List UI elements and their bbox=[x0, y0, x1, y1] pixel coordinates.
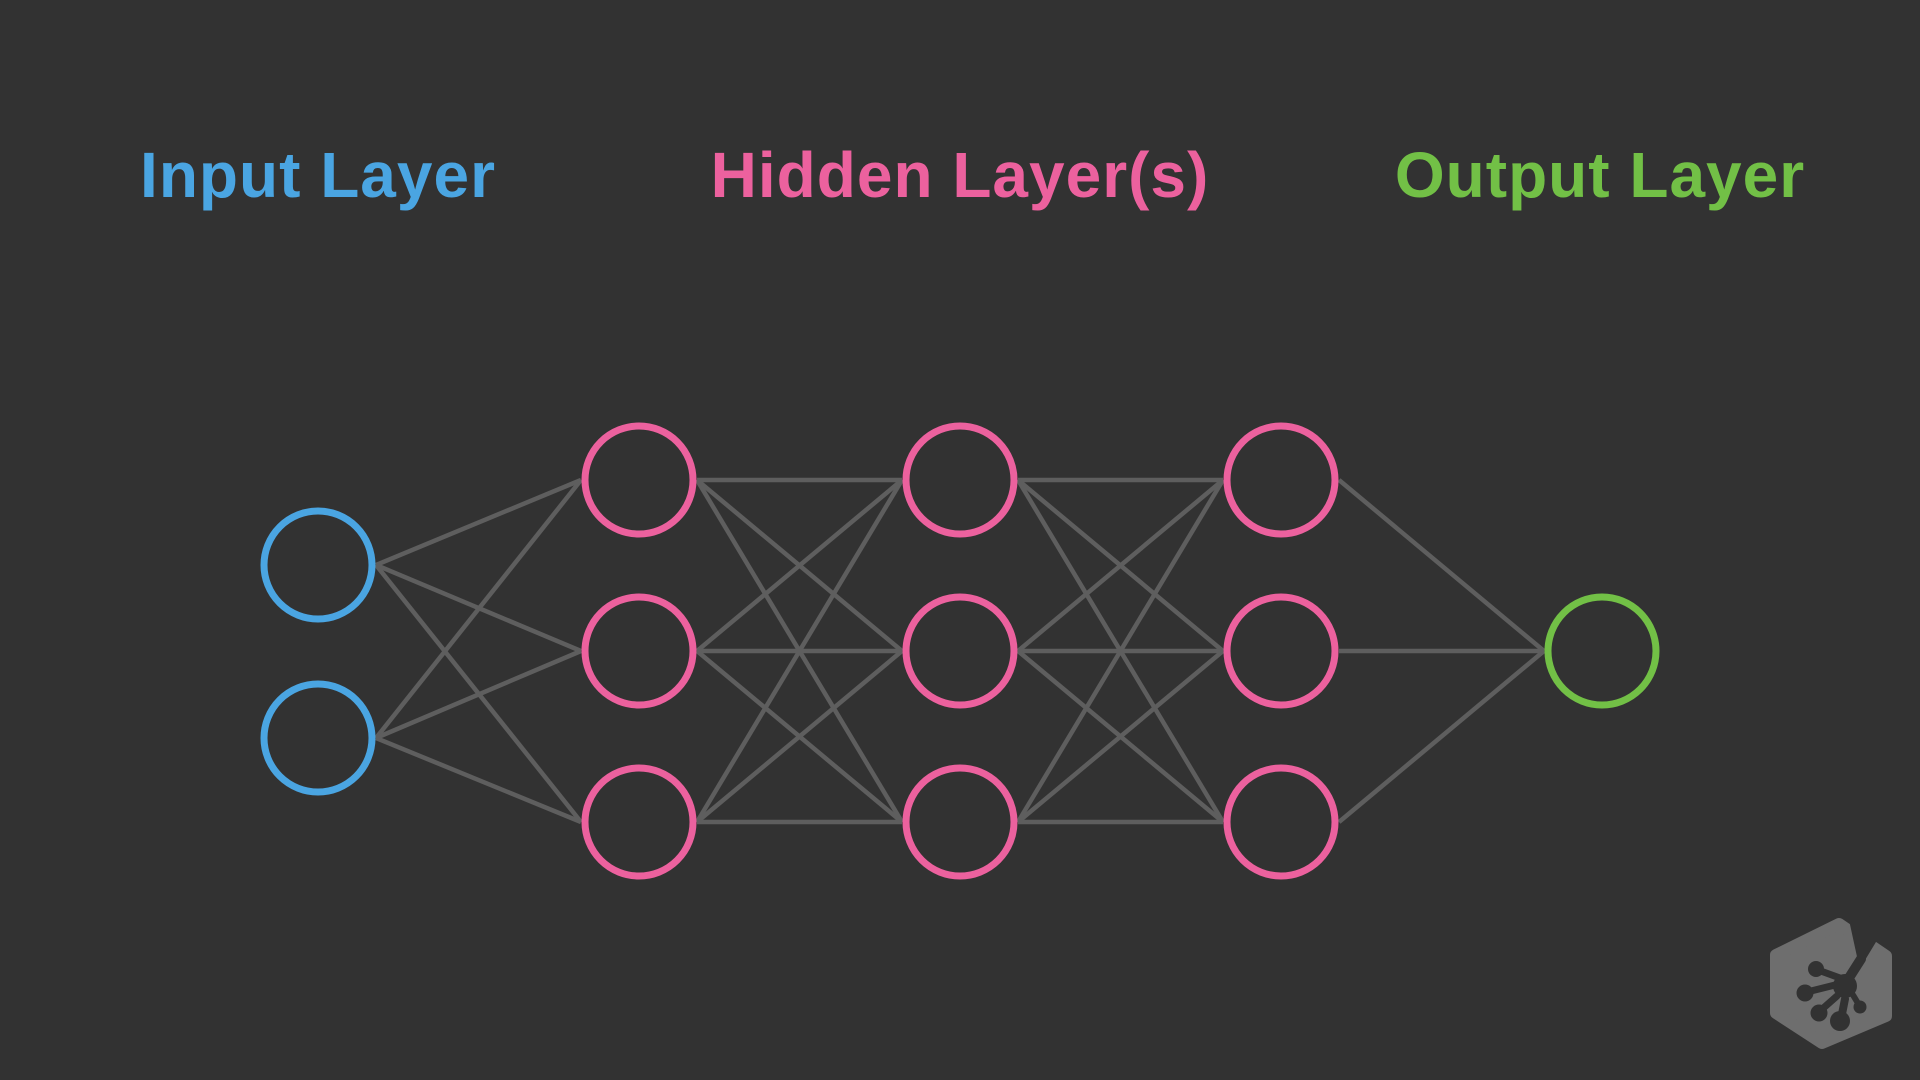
node-hidden-2-1 bbox=[902, 422, 1018, 538]
node-hidden-1-3 bbox=[581, 764, 697, 880]
node-hidden-3-1 bbox=[1223, 422, 1339, 538]
output-layer-title: Output Layer bbox=[1394, 139, 1806, 211]
edge-input-to-hidden-1 bbox=[375, 735, 582, 825]
input-layer-title: Input Layer bbox=[140, 139, 496, 211]
logo-foot-cutout bbox=[1796, 915, 1887, 1031]
edge-hidden-2-to-hidden-3 bbox=[1016, 478, 1225, 824]
edge-hidden-1-to-hidden-2 bbox=[695, 478, 904, 824]
edges bbox=[374, 477, 1546, 825]
node-hidden-3-3 bbox=[1223, 764, 1339, 880]
node-output-1 bbox=[1544, 593, 1660, 709]
nodes bbox=[260, 422, 1660, 880]
edge-input-to-hidden-1 bbox=[375, 477, 582, 568]
edge-input-to-hidden-1 bbox=[374, 478, 583, 740]
hidden-layer-title: Hidden Layer(s) bbox=[710, 139, 1210, 211]
edge-hidden-1-to-hidden-2 bbox=[695, 478, 904, 653]
edge-input-to-hidden-1 bbox=[375, 648, 582, 741]
node-input-1 bbox=[260, 507, 376, 623]
node-hidden-1-2 bbox=[581, 593, 697, 709]
edge-hidden-3-to-output bbox=[1337, 478, 1546, 653]
edge-hidden-2-to-hidden-3 bbox=[1016, 478, 1225, 653]
hexagon-lizard-foot-logo bbox=[1770, 915, 1892, 1049]
node-hidden-2-2 bbox=[902, 593, 1018, 709]
edge-hidden-1-to-hidden-2 bbox=[695, 649, 904, 824]
node-hidden-2-3 bbox=[902, 764, 1018, 880]
edge-hidden-3-to-output bbox=[1337, 649, 1546, 824]
node-hidden-3-2 bbox=[1223, 593, 1339, 709]
node-hidden-1-1 bbox=[581, 422, 697, 538]
edge-hidden-2-to-hidden-3 bbox=[1016, 649, 1225, 824]
node-input-2 bbox=[260, 680, 376, 796]
